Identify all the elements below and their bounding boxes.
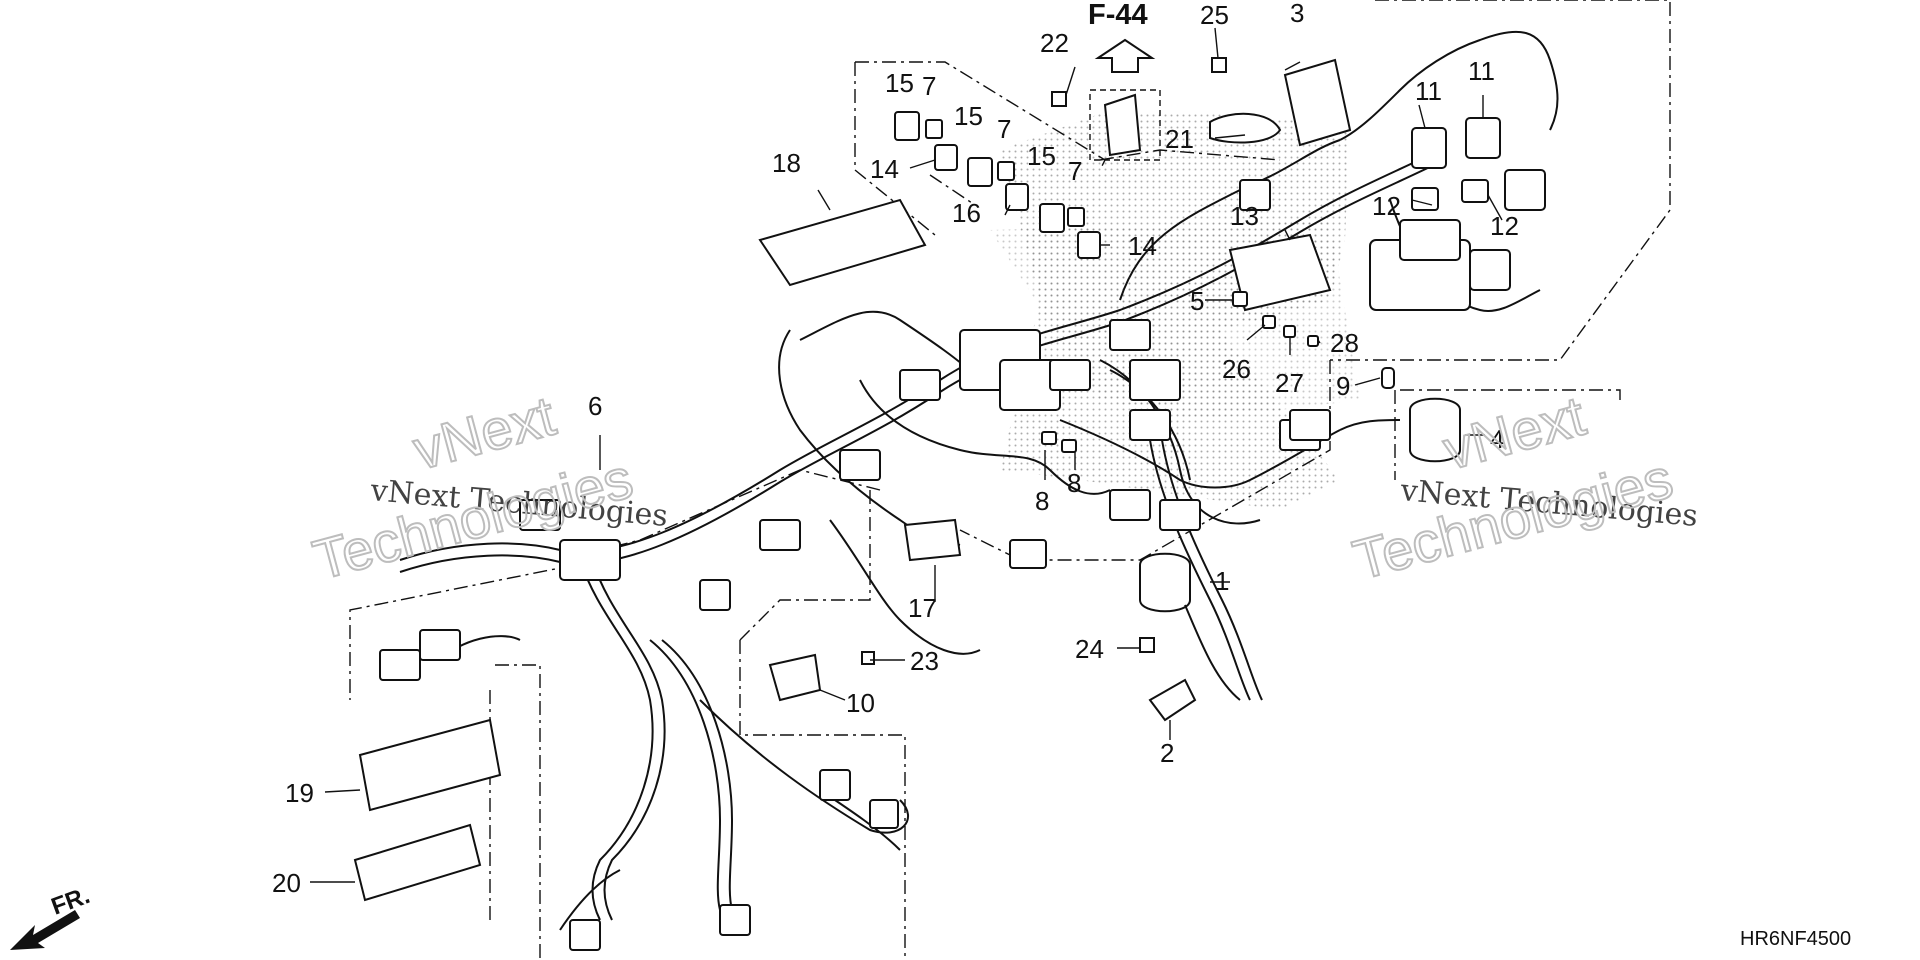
fuse-box-cover-18 xyxy=(758,198,927,287)
callouts: 1 2 3 4 5 6 7 7 7 8 8 9 10 11 11 12 12 1… xyxy=(272,0,1519,898)
callout-9: 9 xyxy=(1336,371,1350,401)
callout-28: 28 xyxy=(1330,328,1359,358)
parts xyxy=(353,57,1501,902)
reference-arrow-icon xyxy=(1094,38,1156,73)
callout-17: 17 xyxy=(908,593,937,623)
callout-23: 23 xyxy=(910,646,939,676)
watermark-word1-right: vNext xyxy=(1437,384,1592,482)
callout-27: 27 xyxy=(1275,368,1304,398)
callout-26: 26 xyxy=(1222,354,1251,384)
harness-connectors xyxy=(379,169,1546,951)
reference-label: F-44 xyxy=(1088,0,1148,31)
diagram-code: HR6NF4500 xyxy=(1740,928,1851,950)
callout-12a: 12 xyxy=(1372,191,1401,221)
callout-20: 20 xyxy=(272,868,301,898)
callout-7a: 7 xyxy=(922,71,936,101)
callout-8b: 8 xyxy=(1067,468,1081,498)
callout-10: 10 xyxy=(846,688,875,718)
callout-12b: 12 xyxy=(1490,211,1519,241)
callout-25: 25 xyxy=(1200,0,1229,30)
callout-14b: 14 xyxy=(1128,231,1157,261)
front-arrow-icon xyxy=(10,910,80,950)
callout-4: 4 xyxy=(1490,424,1504,454)
callout-21: 21 xyxy=(1165,124,1194,154)
watermark-word2-right: Technologies xyxy=(1347,446,1679,591)
callout-1: 1 xyxy=(1215,566,1229,596)
callout-13: 13 xyxy=(1230,201,1259,231)
front-marker: FR. xyxy=(48,882,94,921)
callout-15a: 15 xyxy=(885,68,914,98)
callout-18: 18 xyxy=(772,148,801,178)
callout-7b: 7 xyxy=(997,114,1011,144)
callout-16: 16 xyxy=(952,198,981,228)
callout-3: 3 xyxy=(1290,0,1304,28)
callout-2: 2 xyxy=(1160,738,1174,768)
callout-19: 19 xyxy=(285,778,314,808)
callout-14a: 14 xyxy=(870,154,899,184)
callout-15c: 15 xyxy=(1027,141,1056,171)
callout-5: 5 xyxy=(1190,286,1204,316)
callout-11b: 11 xyxy=(1468,56,1495,86)
callout-15b: 15 xyxy=(954,101,983,131)
watermark-word1-left: vNext xyxy=(407,384,562,482)
callout-11a: 11 xyxy=(1415,76,1442,106)
callout-8a: 8 xyxy=(1035,486,1049,516)
callout-22: 22 xyxy=(1040,28,1069,58)
callout-6: 6 xyxy=(588,391,602,421)
watermarks: vNext Technologies vNext Technologies vN… xyxy=(306,383,1699,593)
leader-lines xyxy=(310,27,1503,883)
callout-24: 24 xyxy=(1075,634,1104,664)
callout-7c: 7 xyxy=(1068,156,1082,186)
